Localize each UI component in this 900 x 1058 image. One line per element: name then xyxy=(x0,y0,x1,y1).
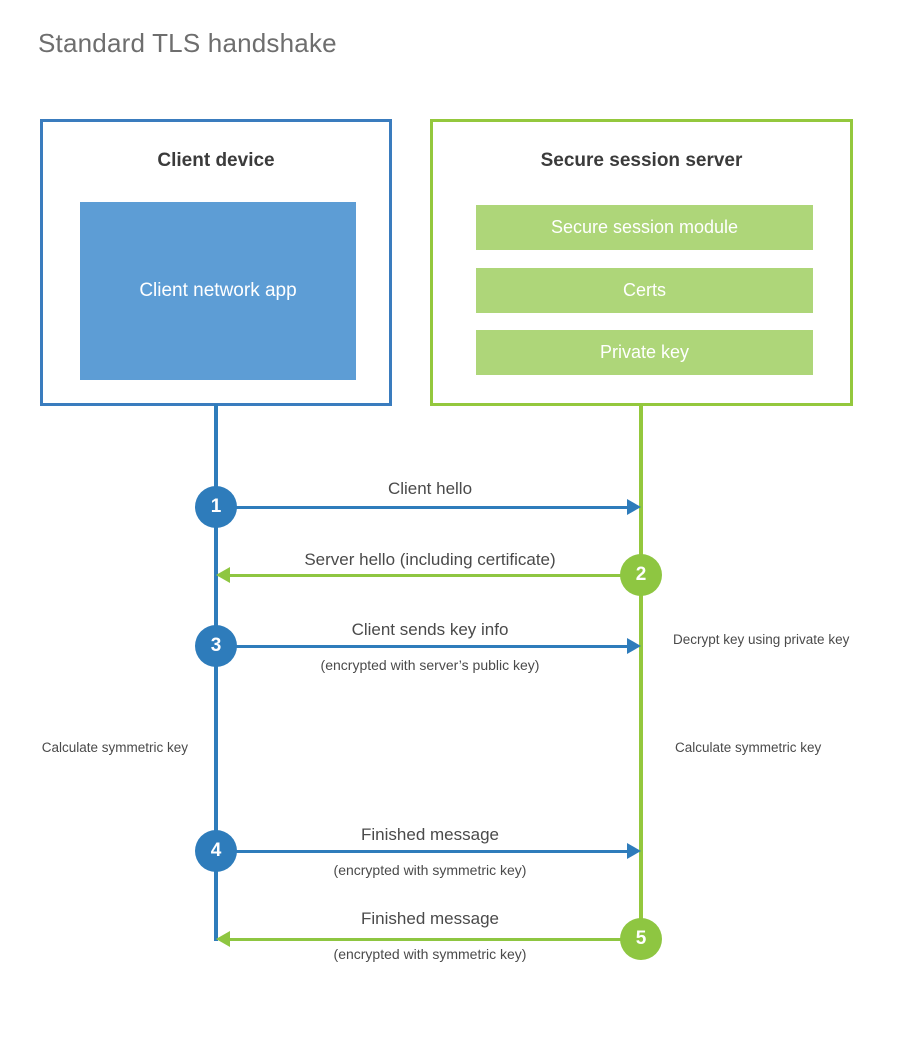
step-3-label: Client sends key info xyxy=(351,620,509,639)
step-5-label: Finished message xyxy=(361,909,499,928)
server-module-private-key: Private key xyxy=(476,330,813,375)
step-1-label: Client hello xyxy=(387,479,473,498)
step-2-label: Server hello (including certificate) xyxy=(304,550,556,569)
client-network-app-block: Client network app xyxy=(80,202,356,380)
note-client-calculate-symmetric-key: Calculate symmetric key xyxy=(41,740,188,755)
server-lifeline xyxy=(639,404,643,939)
step-1-arrowhead-icon xyxy=(627,499,641,515)
step-2-arrow-line xyxy=(230,574,622,577)
step-number-5: 5 xyxy=(620,918,662,960)
step-5-arrow-line xyxy=(230,938,622,941)
step-2-arrowhead-icon xyxy=(216,567,230,583)
step-3-arrowhead-icon xyxy=(627,638,641,654)
step-1-arrow-line xyxy=(228,506,627,509)
step-3-sublabel: (encrypted with server’s public key) xyxy=(320,657,540,673)
server-module-certs: Certs xyxy=(476,268,813,313)
step-5-arrowhead-icon xyxy=(216,931,230,947)
client-device-box: Client device Client network app xyxy=(40,119,392,406)
step-number-1: 1 xyxy=(195,486,237,528)
client-lifeline xyxy=(214,404,218,941)
step-number-3: 3 xyxy=(195,625,237,667)
note-server-calculate-symmetric-key: Calculate symmetric key xyxy=(675,740,822,755)
secure-session-server-box: Secure session server Secure session mod… xyxy=(430,119,853,406)
page-title: Standard TLS handshake xyxy=(38,28,337,58)
step-5-sublabel: (encrypted with symmetric key) xyxy=(333,946,527,962)
step-4-arrow-line xyxy=(228,850,627,853)
client-device-title: Client device xyxy=(157,150,275,171)
step-4-arrowhead-icon xyxy=(627,843,641,859)
step-3-arrow-line xyxy=(228,645,627,648)
step-number-4: 4 xyxy=(195,830,237,872)
step-number-2: 2 xyxy=(620,554,662,596)
step-4-sublabel: (encrypted with symmetric key) xyxy=(333,862,527,878)
secure-session-server-title: Secure session server xyxy=(540,150,743,171)
server-module-secure-session-module: Secure session module xyxy=(476,205,813,250)
note-decrypt-key: Decrypt key using private key xyxy=(673,632,850,647)
step-4-label: Finished message xyxy=(361,825,499,844)
